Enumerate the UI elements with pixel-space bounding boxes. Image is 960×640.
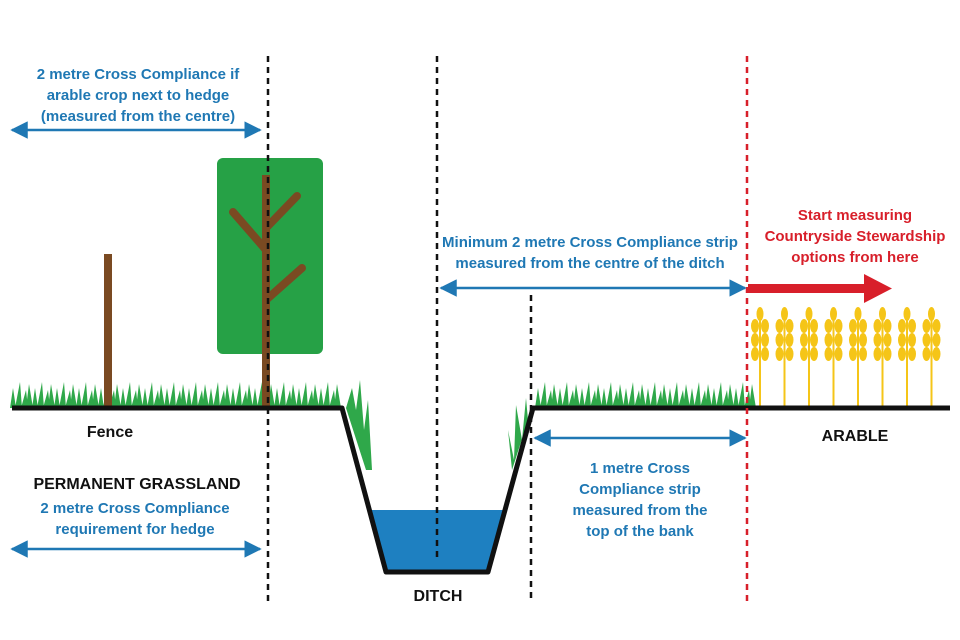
wheat-icon	[750, 306, 942, 407]
fence-label: Fence	[86, 424, 134, 441]
bank-grass-right	[508, 398, 532, 470]
arrow-right-icon	[748, 274, 892, 303]
grass-tuft	[667, 382, 690, 408]
hedge-note-top: 2 metre Cross Compliance if arable crop …	[36, 66, 240, 125]
grass-tuft	[318, 382, 341, 408]
stewardship-label: Start measuring Countryside Stewardship …	[764, 207, 946, 266]
grass-tuft	[579, 382, 602, 408]
ditch-label: DITCH	[413, 588, 463, 605]
grass-tuft	[733, 382, 756, 408]
bank-strip-label: 1 metre Cross Compliance strip measured …	[572, 460, 708, 540]
grass-tuft	[274, 382, 297, 408]
wheat-stalk	[921, 306, 942, 407]
tree-icon	[217, 158, 323, 408]
grass-icon	[10, 382, 341, 408]
wheat-stalk	[897, 306, 917, 407]
wheat-stalk	[774, 306, 795, 407]
grass-icon	[535, 382, 756, 408]
grass-tuft	[10, 382, 33, 408]
wheat-stalk	[823, 306, 844, 407]
arable-label: ARABLE	[821, 428, 889, 445]
grass-tuft	[296, 382, 319, 408]
grass-tuft	[164, 382, 187, 408]
grass-tuft	[186, 382, 209, 408]
grass-tuft	[689, 382, 712, 408]
wheat-stalk	[750, 306, 770, 407]
hedge-requirement-label: 2 metre Cross Compliance requirement for…	[40, 500, 230, 538]
grass-tuft	[535, 382, 558, 408]
grass-tuft	[645, 382, 668, 408]
wheat-stalk	[799, 306, 819, 407]
grass-tuft	[54, 382, 77, 408]
grass-tuft	[120, 382, 143, 408]
grass-tuft	[32, 382, 55, 408]
ditch-strip-label: Minimum 2 metre Cross Compliance strip m…	[442, 234, 738, 272]
fence-post-icon	[104, 254, 112, 408]
grass-tuft	[601, 382, 624, 408]
ground-line	[12, 405, 950, 575]
permanent-grassland-label: PERMANENT GRASSLAND	[33, 476, 241, 493]
grass-tuft	[142, 382, 165, 408]
grass-tuft	[623, 382, 646, 408]
wheat-stalk	[848, 306, 868, 407]
bank-grass-left	[346, 380, 372, 470]
grass-tuft	[76, 382, 99, 408]
wheat-stalk	[872, 306, 893, 407]
grass-tuft	[711, 382, 734, 408]
grass-tuft	[208, 382, 231, 408]
grass-tuft	[557, 382, 580, 408]
grass-tuft	[230, 382, 253, 408]
